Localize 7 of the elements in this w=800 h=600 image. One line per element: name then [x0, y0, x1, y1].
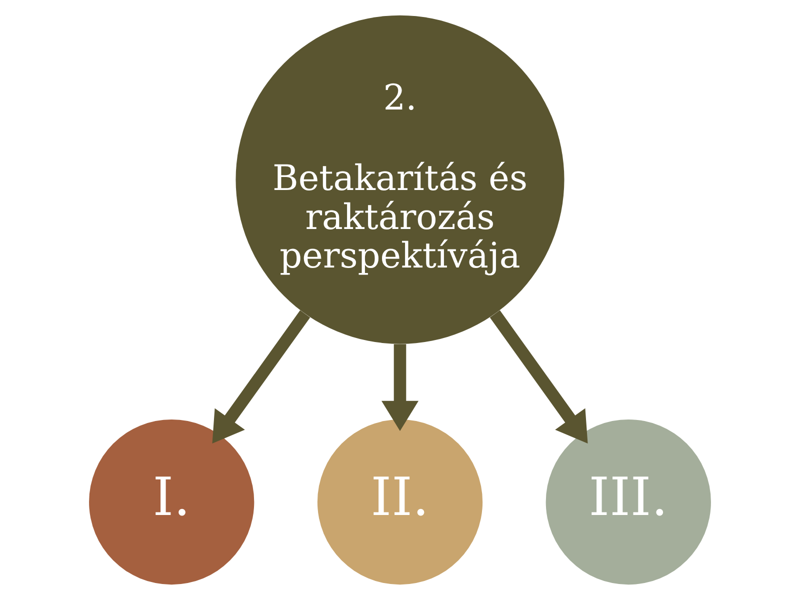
node-circle: 2. Betakarítás és raktározás perspektívája: [236, 15, 564, 344]
node-circle: II.: [317, 419, 483, 585]
arrow: [381, 344, 419, 432]
node-circle: I.: [89, 419, 254, 585]
arrow: [490, 310, 588, 444]
arrow: [212, 310, 310, 444]
node-circle: III.: [546, 419, 711, 585]
